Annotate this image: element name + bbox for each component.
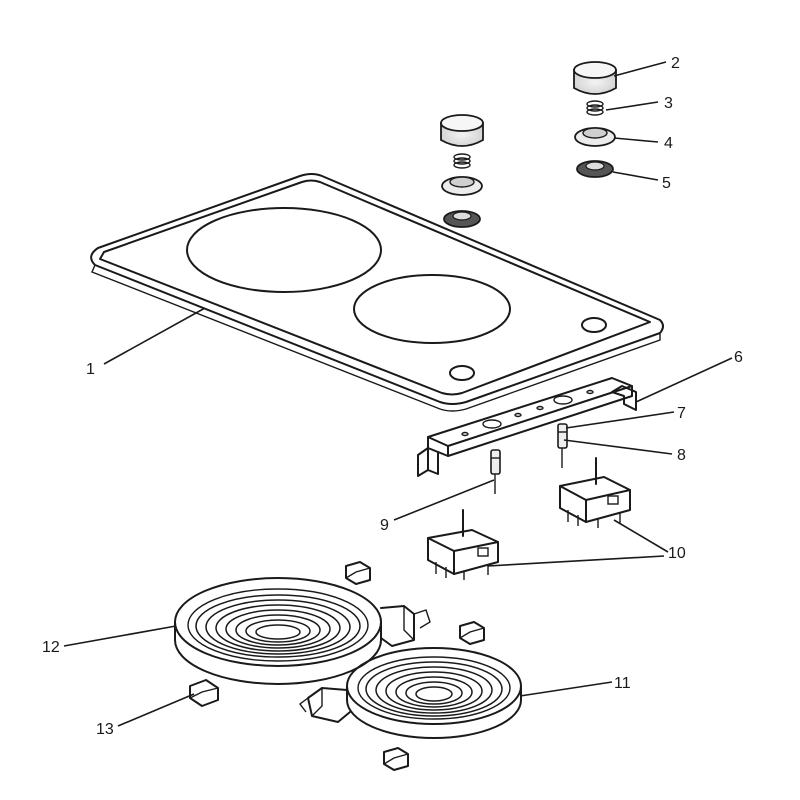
callout-1: 1 <box>86 361 95 378</box>
leader-8 <box>563 439 673 455</box>
retaining-clip-1 <box>345 561 371 585</box>
small-cooking-zone-marking <box>353 274 511 344</box>
leader-13 <box>117 693 195 727</box>
leader-12 <box>63 625 177 647</box>
callout-5: 5 <box>662 175 671 192</box>
leader-10b <box>487 555 665 567</box>
leader-2 <box>613 61 667 77</box>
leader-lines <box>63 61 733 727</box>
knob-spring-left <box>453 153 471 169</box>
leader-3 <box>605 101 659 111</box>
knob-spring <box>586 100 604 116</box>
knob-bezel-left <box>441 176 483 196</box>
callout-7: 7 <box>677 405 686 422</box>
knob-seal-left <box>443 210 481 228</box>
callout-6: 6 <box>734 349 743 366</box>
indicator-lamp-right <box>557 423 568 468</box>
leader-6 <box>635 357 733 403</box>
callout-10: 10 <box>668 545 686 562</box>
leader-9 <box>393 479 495 521</box>
left-knob-assembly <box>440 114 484 228</box>
glass-cooktop-panel <box>90 173 664 412</box>
retaining-clip-3 <box>189 679 219 707</box>
control-knob-left <box>440 114 484 147</box>
indicator-lamp-left <box>490 449 501 494</box>
right-knob-assembly <box>573 61 617 178</box>
callout-12: 12 <box>42 639 60 656</box>
small-radiant-heating-element <box>299 647 522 739</box>
knob-hole-right <box>581 317 607 333</box>
callout-11: 11 <box>614 675 631 692</box>
leader-11 <box>519 681 613 697</box>
callout-13: 13 <box>96 721 114 738</box>
leader-7 <box>565 411 675 429</box>
callout-8: 8 <box>677 447 686 464</box>
large-radiant-heating-element <box>174 577 431 685</box>
control-knob <box>573 61 617 95</box>
leader-5 <box>612 171 659 181</box>
large-cooking-zone-marking <box>186 207 382 293</box>
knob-seal <box>576 160 614 178</box>
callout-3: 3 <box>664 95 673 112</box>
leader-4 <box>613 137 659 143</box>
energy-regulator-switch-right <box>559 457 631 528</box>
energy-regulator-switch-left <box>427 509 499 580</box>
callout-numbers: 1 2 3 4 5 6 7 8 9 10 11 12 13 <box>42 55 743 738</box>
switch-mounting-bracket <box>417 377 637 477</box>
callout-2: 2 <box>671 55 680 72</box>
retaining-clip-2 <box>459 621 485 645</box>
leader-10a <box>613 519 669 553</box>
callout-4: 4 <box>664 135 673 152</box>
callout-9: 9 <box>380 517 389 534</box>
knob-bezel <box>574 127 616 147</box>
knob-hole-left <box>449 365 475 381</box>
retaining-clip-4 <box>383 747 409 771</box>
leader-1 <box>103 307 206 365</box>
